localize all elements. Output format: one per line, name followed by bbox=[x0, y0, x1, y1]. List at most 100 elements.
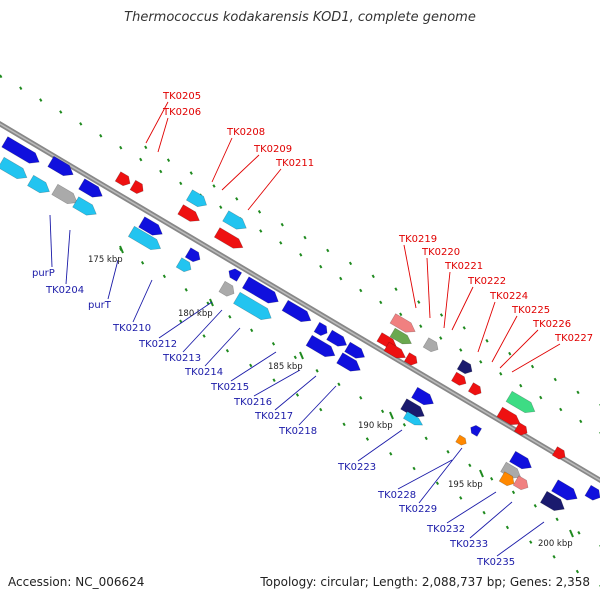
gene-feature-arrow-shape bbox=[1, 136, 40, 164]
gene-feature-arrow bbox=[129, 179, 144, 194]
tick-dot bbox=[365, 437, 370, 441]
gene-feature-arrow bbox=[512, 475, 529, 491]
kbp-major-tick bbox=[299, 351, 304, 360]
gene-feature-arrow-shape bbox=[344, 341, 366, 359]
leader-line bbox=[403, 244, 417, 309]
gene-label-blue: TK0218 bbox=[278, 426, 317, 437]
topology-text: Topology: circular; Length: 2,088,737 bp… bbox=[260, 575, 590, 589]
tick-dot bbox=[159, 169, 163, 174]
gene-feature-arrow-shape bbox=[456, 359, 473, 375]
gene-feature-arrow bbox=[185, 189, 208, 208]
tick-dot bbox=[140, 260, 145, 265]
gene-feature-arrow bbox=[456, 359, 473, 375]
tick-dot bbox=[490, 476, 494, 481]
tick-dot bbox=[144, 145, 148, 150]
gene-feature-arrow-shape bbox=[228, 268, 243, 282]
leader-line bbox=[491, 315, 518, 363]
kbp-major-tick bbox=[119, 245, 124, 254]
tick-dot bbox=[577, 530, 581, 535]
gene-feature-arrow-shape bbox=[213, 227, 244, 249]
tick-dot bbox=[39, 98, 43, 102]
leader-line bbox=[132, 279, 153, 323]
label-leader-lines bbox=[49, 101, 561, 557]
gene-feature-arrow-shape bbox=[72, 196, 97, 216]
gene-label-red: TK0211 bbox=[275, 158, 314, 169]
leader-line bbox=[145, 101, 169, 144]
leader-line bbox=[451, 286, 474, 331]
tick-dot bbox=[319, 407, 323, 412]
tick-dot bbox=[162, 274, 167, 279]
gene-feature-arrow-shape bbox=[512, 475, 529, 491]
gene-label-red: TK0206 bbox=[162, 107, 201, 118]
gene-feature-arrow bbox=[455, 434, 467, 446]
tick-dot bbox=[380, 409, 385, 414]
tick-dot bbox=[511, 490, 516, 495]
gene-feature-arrow bbox=[551, 446, 566, 460]
tick-dot bbox=[533, 503, 537, 508]
leader-line bbox=[182, 309, 223, 353]
gene-feature-arrow bbox=[175, 257, 192, 273]
gene-label-blue: TK0215 bbox=[210, 382, 249, 393]
gene-label-blue: TK0214 bbox=[184, 367, 223, 378]
gene-feature-arrow bbox=[584, 484, 600, 501]
tick-dot bbox=[505, 525, 510, 530]
tick-dot bbox=[579, 419, 583, 424]
gene-label-blue: TK0210 bbox=[112, 323, 151, 334]
gene-label-blue: TK0235 bbox=[476, 557, 515, 568]
leader-line bbox=[157, 117, 169, 153]
tick-dot bbox=[219, 205, 223, 209]
gene-feature-arrow bbox=[400, 398, 425, 418]
tick-dot bbox=[446, 449, 450, 454]
tick-dot bbox=[271, 341, 276, 346]
gene-feature-arrow bbox=[389, 327, 412, 345]
tick-dot bbox=[19, 86, 23, 90]
gene-feature-arrow-shape bbox=[281, 299, 312, 323]
gene-feature-arrow-shape bbox=[467, 382, 482, 396]
tick-dot bbox=[337, 382, 341, 387]
tick-dot bbox=[559, 407, 563, 412]
leader-line bbox=[221, 154, 260, 191]
leader-line bbox=[418, 447, 463, 504]
tick-dot bbox=[389, 451, 393, 456]
tick-dot bbox=[202, 334, 206, 338]
gene-feature-arrow-shape bbox=[451, 371, 467, 386]
gene-label-red: TK0225 bbox=[511, 305, 550, 316]
gene-feature-arrow-shape bbox=[336, 352, 361, 372]
leader-line bbox=[158, 301, 213, 339]
kbp-label: 195 kbp bbox=[448, 480, 483, 490]
gene-feature-arrow-shape bbox=[305, 334, 336, 358]
tick-dot bbox=[539, 395, 543, 400]
leader-line bbox=[298, 385, 337, 426]
gene-feature-arrow-shape bbox=[411, 386, 434, 406]
tick-dot bbox=[280, 222, 284, 227]
gene-feature-arrow-shape bbox=[403, 352, 418, 366]
tick-dot bbox=[412, 466, 416, 471]
leader-line bbox=[211, 137, 233, 183]
gene-feature-arrow-shape bbox=[505, 390, 536, 414]
tick-dot bbox=[394, 287, 398, 291]
map-title: Thermococcus kodakarensis KOD1, complete… bbox=[124, 10, 476, 25]
backbone-highlight bbox=[0, 123, 600, 481]
gene-label-blue: TK0233 bbox=[449, 539, 488, 550]
leader-line bbox=[443, 271, 451, 329]
tick-dot bbox=[299, 252, 303, 257]
gene-feature-arrow-shape bbox=[496, 406, 521, 426]
gene-feature-arrow-shape bbox=[184, 247, 201, 263]
gene-label-blue: TK0223 bbox=[337, 462, 376, 473]
gene-feature-arrow-shape bbox=[27, 174, 50, 194]
gene-feature-arrow-shape bbox=[313, 321, 328, 336]
gene-feature-arrow bbox=[344, 341, 366, 359]
gene-feature-arrow bbox=[539, 490, 565, 511]
leader-line bbox=[469, 501, 513, 539]
tick-dot bbox=[259, 229, 263, 233]
gene-label-blue: purT bbox=[88, 300, 112, 311]
gene-feature-arrow-shape bbox=[389, 313, 416, 333]
gene-label-blue: TK0217 bbox=[254, 411, 293, 422]
tick-dot bbox=[79, 122, 83, 126]
gene-label-red: TK0221 bbox=[444, 261, 483, 272]
tick-dot bbox=[179, 319, 183, 324]
gene-features bbox=[0, 136, 600, 511]
kbp-label: 175 kbp bbox=[88, 255, 123, 265]
gene-feature-arrow bbox=[513, 422, 528, 436]
